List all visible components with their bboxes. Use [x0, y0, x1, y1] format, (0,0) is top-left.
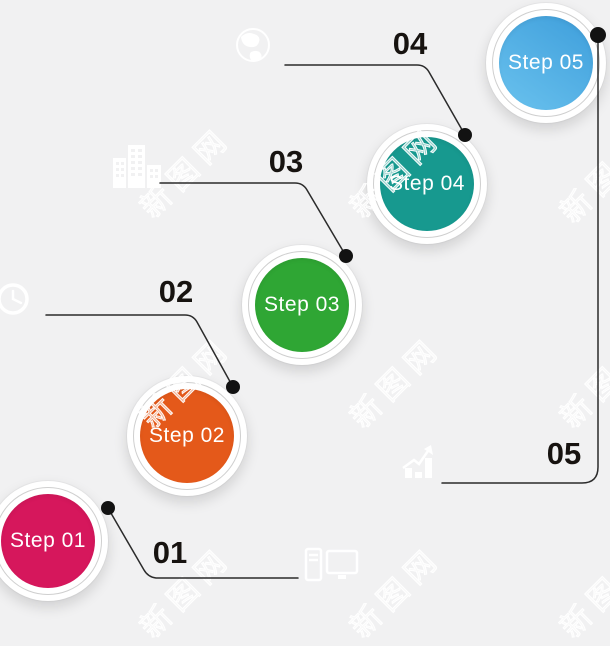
connector-line-02	[45, 314, 234, 388]
decorative-icons-layer	[0, 28, 433, 582]
step-circle-label: Step 01	[10, 529, 86, 552]
connector-dot-01	[101, 501, 115, 515]
connector-line-04	[284, 64, 466, 136]
step-number-05: 05	[546, 436, 582, 471]
step-number-02: 02	[158, 274, 194, 309]
globe-icon	[236, 28, 270, 62]
step-number-01: 01	[152, 535, 188, 570]
connector-dot-03	[339, 249, 353, 263]
step-circle-label: Step 02	[149, 424, 225, 447]
step-number-03: 03	[268, 144, 304, 179]
step-colored-circle: Step 02	[140, 389, 234, 483]
clock-icon	[0, 283, 29, 315]
connector-dot-05	[590, 27, 606, 43]
step-circle-label: Step 04	[389, 172, 465, 195]
step-number-04: 04	[392, 26, 428, 61]
step-circle-label: Step 05	[508, 51, 584, 74]
connector-line-01	[107, 507, 299, 579]
connector-line-05	[441, 34, 599, 484]
step-colored-circle: Step 01	[1, 494, 95, 588]
step-colored-circle: Step 04	[380, 137, 474, 231]
step-colored-circle: Step 03	[255, 258, 349, 352]
infographic-stage: Step 01 Step 02 Step 03 Step 04 Step 05 …	[0, 3, 610, 645]
bar-chart-icon	[402, 445, 433, 478]
step-circle-04: Step 04	[367, 124, 487, 244]
step-colored-circle: Step 05	[499, 16, 593, 110]
connector-layer	[45, 27, 606, 579]
connector-dot-02	[226, 380, 240, 394]
connector-dot-04	[458, 128, 472, 142]
step-circle-02: Step 02	[127, 376, 247, 496]
buildings-icon	[113, 145, 161, 188]
connector-line-03	[159, 182, 347, 257]
computer-icon	[304, 547, 359, 582]
step-circle-03: Step 03	[242, 245, 362, 365]
step-circle-05: Step 05	[486, 3, 606, 123]
step-circle-01: Step 01	[0, 481, 108, 601]
step-circle-label: Step 03	[264, 293, 340, 316]
